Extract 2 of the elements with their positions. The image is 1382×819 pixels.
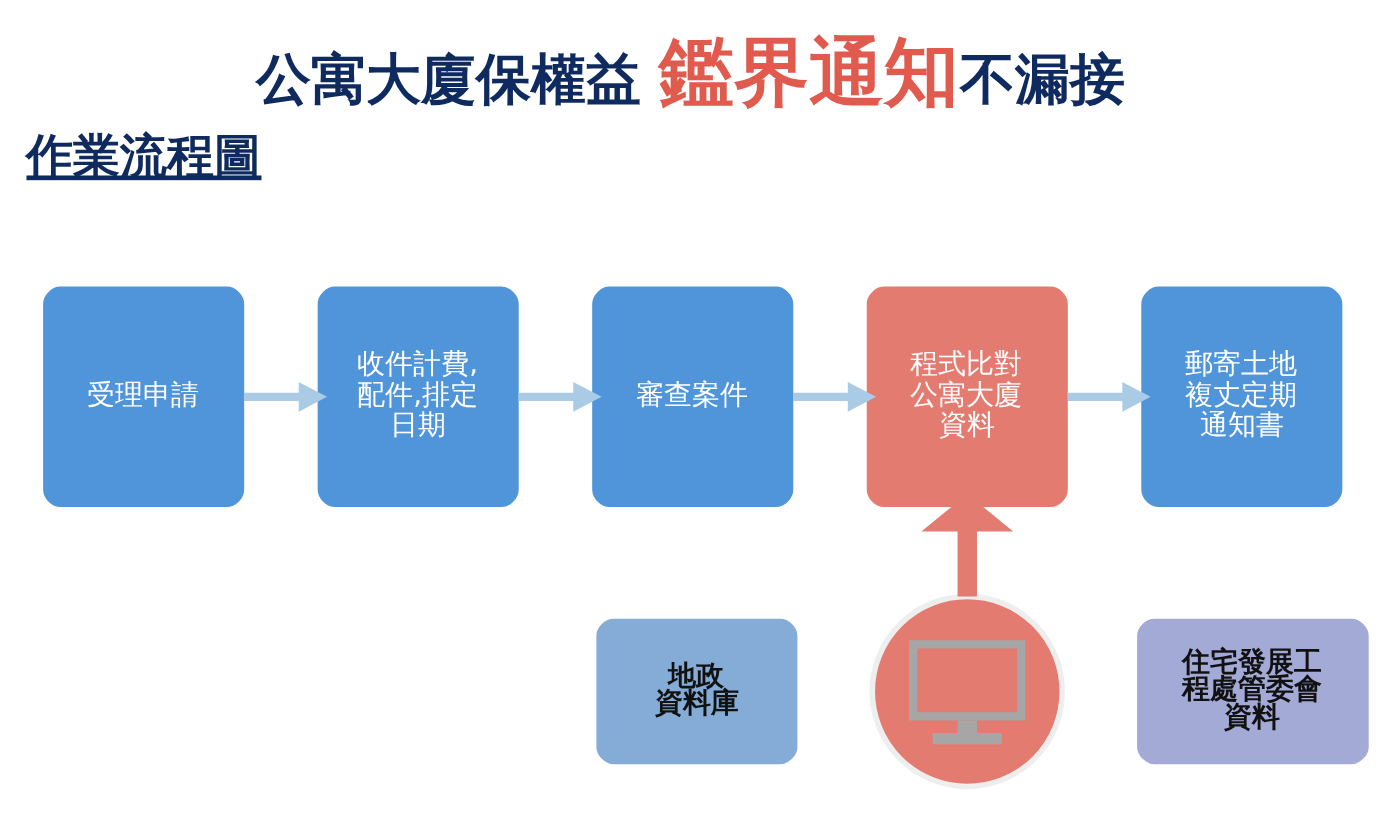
label: 作業流程圖 xyxy=(26,127,262,183)
diagram-title: 公寓大廈保權益 鑑界通知不漏接 xyxy=(255,28,1125,116)
